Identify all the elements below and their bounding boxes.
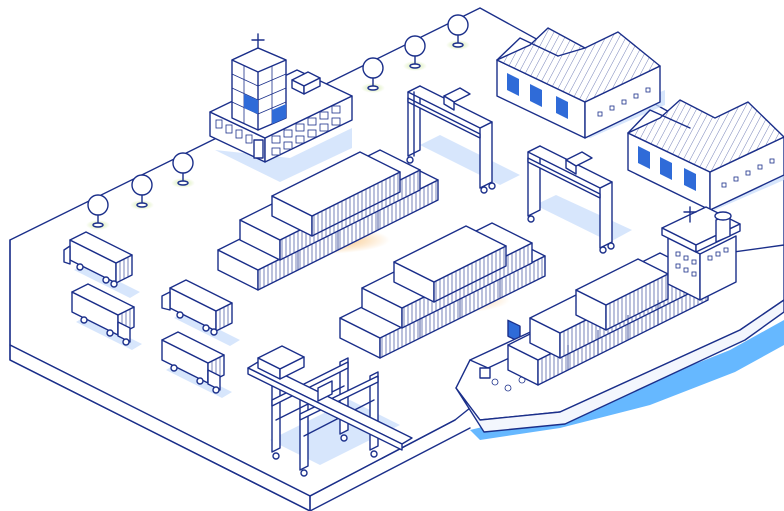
tree-icon [361, 57, 385, 93]
truck-2 [71, 283, 142, 350]
cargo-ship [455, 206, 784, 433]
tree-icon [130, 174, 154, 210]
warehouse-1 [496, 27, 665, 343]
tree-icon [446, 14, 470, 50]
tree-icon [86, 194, 110, 230]
ship-to-shore-crane [247, 345, 413, 477]
gantry-crane-2 [527, 145, 632, 254]
gantry-crane-1 [406, 85, 520, 194]
container-stack-2 [339, 222, 546, 359]
truck-4 [161, 331, 232, 398]
office-building [209, 33, 353, 182]
tree-icon [403, 35, 427, 71]
ship-bridge [661, 206, 741, 301]
ship-containers [507, 252, 709, 386]
truck-3 [161, 279, 240, 346]
container-stack-1 [217, 149, 439, 291]
truck-1 [63, 231, 140, 298]
tree-icon [171, 152, 195, 188]
tree-row [86, 14, 470, 230]
